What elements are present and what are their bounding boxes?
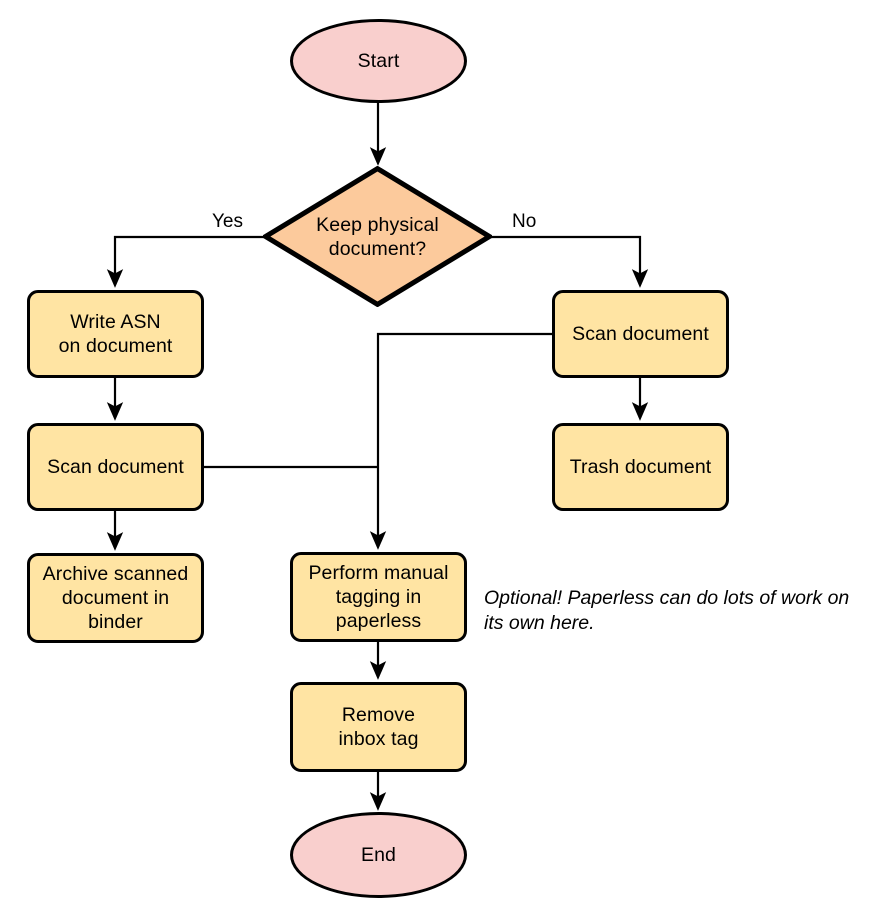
- edge-label-yes: Yes: [209, 211, 246, 233]
- node-trash-document-label: Trash document: [569, 456, 712, 478]
- node-decision-label: Keep physical document?: [316, 213, 439, 260]
- node-remove-inbox-label: Remove inbox tag: [338, 704, 419, 750]
- node-archive-scanned-document[interactable]: Archive scanned document in binder: [27, 553, 204, 643]
- node-perform-manual-tagging[interactable]: Perform manual tagging in paperless: [290, 552, 467, 642]
- node-scan-document-left[interactable]: Scan document: [27, 423, 204, 511]
- node-trash-document[interactable]: Trash document: [552, 423, 729, 511]
- node-write-asn-label: Write ASN on document: [58, 311, 173, 357]
- edge-decision-yes-to-write-asn: [106, 235, 265, 288]
- edge-label-no: No: [509, 211, 540, 233]
- node-scan-document-right[interactable]: Scan document: [552, 290, 729, 378]
- node-tagging-label: Perform manual tagging in paperless: [308, 562, 449, 632]
- diamond-shape: [263, 166, 492, 307]
- node-decision-keep-physical-document[interactable]: Keep physical document?: [263, 166, 492, 307]
- node-end[interactable]: End: [290, 812, 467, 898]
- node-write-asn-on-document[interactable]: Write ASN on document: [27, 290, 204, 378]
- node-scan-document-left-label: Scan document: [47, 456, 184, 478]
- node-start[interactable]: Start: [290, 19, 467, 103]
- node-end-label: End: [361, 844, 396, 866]
- edge-scan-right-to-tagging: [369, 332, 552, 550]
- node-start-label: Start: [357, 50, 400, 72]
- node-archive-label: Archive scanned document in binder: [42, 563, 189, 633]
- edge-decision-no-to-scan-right: [490, 235, 649, 288]
- annotation-optional-note: Optional! Paperless can do lots of work …: [484, 587, 850, 634]
- node-scan-document-right-label: Scan document: [572, 323, 709, 345]
- node-remove-inbox-tag[interactable]: Remove inbox tag: [290, 682, 467, 772]
